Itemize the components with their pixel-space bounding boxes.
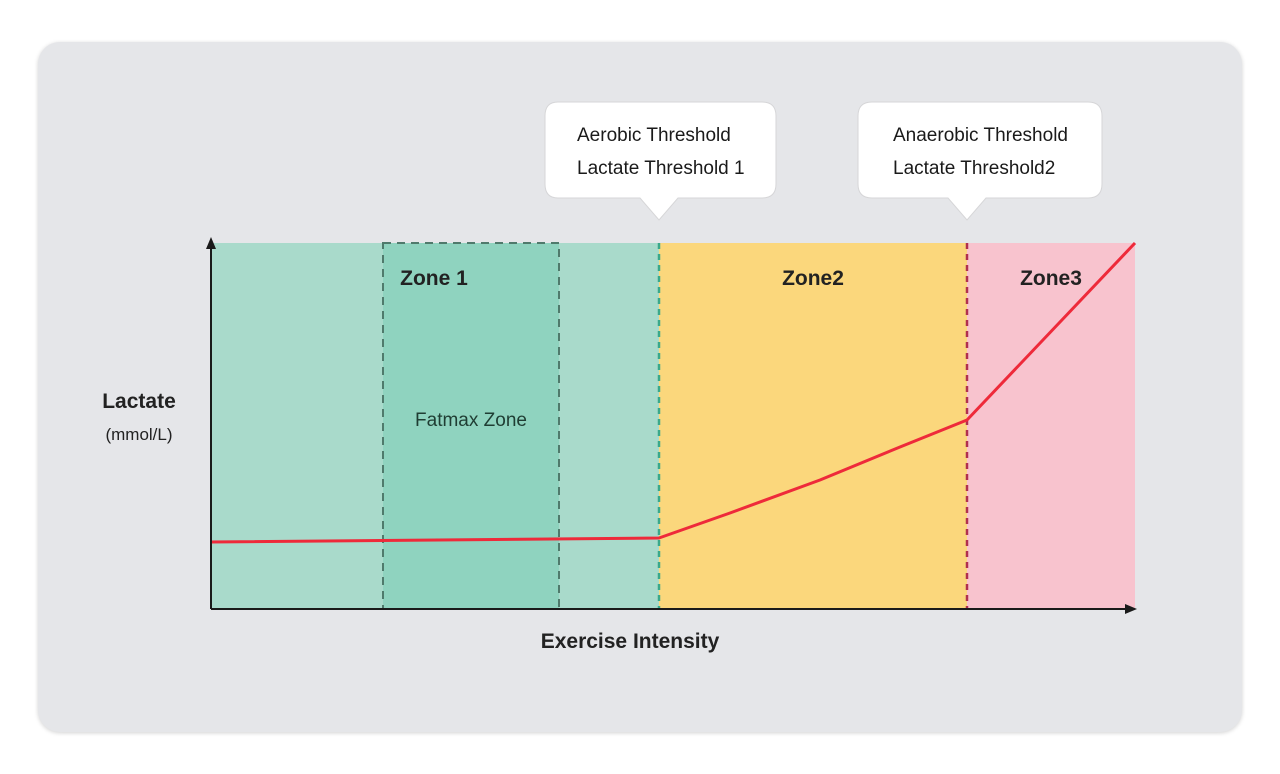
fatmax-zone-box [382, 242, 560, 610]
x-axis-arrow-icon [1125, 604, 1137, 614]
aerobic-callout-line1: Aerobic Threshold [577, 125, 731, 146]
zone3-region [967, 243, 1135, 609]
aerobic-callout-line2: Lactate Threshold 1 [577, 158, 745, 179]
zone1-label: Zone 1 [400, 267, 468, 290]
zone3-label: Zone3 [1020, 267, 1082, 290]
zone2-region [659, 243, 967, 609]
anaerobic-callout-line2: Lactate Threshold2 [893, 158, 1055, 179]
anaerobic-threshold-callout: Anaerobic Threshold Lactate Threshold2 [857, 101, 1103, 221]
fatmax-zone-label: Fatmax Zone [415, 410, 527, 431]
aerobic-callout-bubble [544, 101, 777, 221]
aerobic-threshold-callout: Aerobic Threshold Lactate Threshold 1 [544, 101, 777, 221]
zone2-label: Zone2 [782, 267, 844, 290]
anaerobic-callout-bubble [857, 101, 1103, 221]
lactate-curve [210, 241, 1137, 544]
y-axis-unit: (mmol/L) [105, 425, 172, 444]
y-axis-arrow-icon [206, 237, 216, 249]
y-axis-title: Lactate [102, 390, 176, 413]
anaerobic-callout-line1: Anaerobic Threshold [893, 125, 1068, 146]
x-axis-title: Exercise Intensity [541, 630, 720, 653]
